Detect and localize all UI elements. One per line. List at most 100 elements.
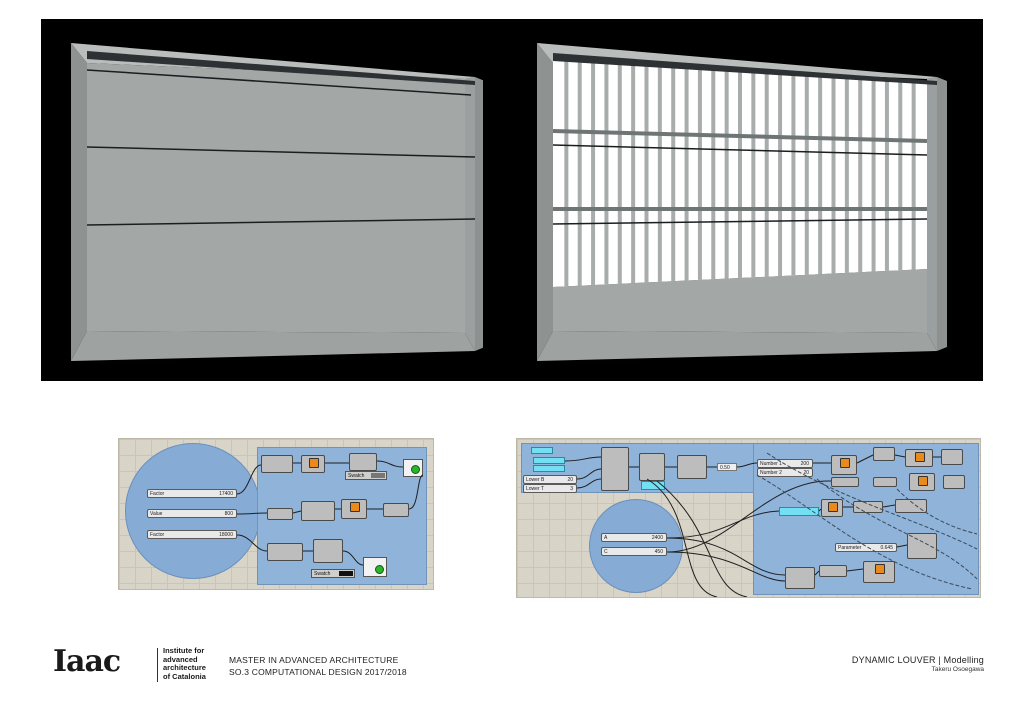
move-component-r1[interactable]	[941, 449, 963, 465]
louver-fin	[778, 72, 783, 277]
program-info: MASTER IN ADVANCED ARCHITECTURE SO.3 COM…	[229, 655, 407, 677]
preview-toggle-1[interactable]	[403, 459, 423, 477]
louver-fin	[657, 64, 662, 282]
louver-fin	[804, 74, 809, 275]
louver-fin	[577, 58, 582, 286]
area-component[interactable]	[821, 499, 843, 517]
series-icon	[840, 458, 850, 468]
value-slider[interactable]: Value 800	[147, 509, 237, 518]
line-icon	[875, 564, 885, 574]
geometry-param[interactable]	[779, 507, 819, 516]
open-louver-svg	[537, 43, 947, 361]
program-course: SO.3 COMPUTATIONAL DESIGN 2017/2018	[229, 667, 407, 677]
louver-fin	[724, 69, 729, 279]
list-component[interactable]	[873, 447, 895, 461]
preview-toggle-2[interactable]	[363, 557, 387, 577]
input-param-3[interactable]	[533, 465, 565, 472]
louver-fin	[871, 79, 876, 272]
louver-fin	[818, 75, 823, 275]
wires-right	[564, 452, 978, 597]
transform-component[interactable]	[639, 453, 665, 481]
lower-b-slider[interactable]: Lower B 20	[523, 475, 577, 484]
louver-fin	[831, 76, 836, 274]
render-open-louver	[483, 19, 983, 381]
louver-fin	[644, 63, 649, 283]
a-slider[interactable]: A 2400	[601, 533, 667, 542]
number-1-slider[interactable]: Number 1 200	[757, 459, 813, 468]
move-component-1[interactable]	[349, 453, 377, 471]
area-icon	[828, 502, 838, 512]
evaluate-component[interactable]	[905, 449, 933, 467]
boolean-component[interactable]	[313, 539, 343, 563]
expression-component-4[interactable]	[895, 499, 927, 513]
division-component[interactable]	[267, 543, 303, 561]
swatch-toggle-1[interactable]: Swatch	[345, 471, 387, 480]
iaac-logo-mark: Iaac	[53, 644, 121, 679]
louver-fin	[697, 67, 702, 280]
orient-component[interactable]	[677, 455, 707, 479]
graph-mapper-component[interactable]	[907, 533, 937, 559]
led-icon	[375, 565, 384, 574]
vector-icon	[350, 502, 360, 512]
rotate-component[interactable]	[943, 475, 965, 489]
louver-fin	[564, 57, 569, 287]
curve-output[interactable]	[641, 481, 665, 490]
value-panel[interactable]: 0.50	[717, 463, 737, 471]
louver-fin	[884, 80, 889, 271]
iaac-institute-name: Institute for advanced architecture of C…	[163, 646, 206, 681]
wires-left	[236, 460, 424, 566]
rectangle-component[interactable]	[601, 447, 629, 491]
input-param-1[interactable]	[531, 447, 553, 454]
line-component[interactable]	[863, 561, 895, 583]
swatch-toggle-2[interactable]: Swatch	[311, 569, 355, 578]
louver-fin	[764, 71, 769, 277]
louver-fin	[898, 81, 903, 271]
iaac-divider	[157, 648, 158, 682]
lower-t-slider[interactable]: Lower T 3	[523, 484, 577, 493]
c-slider[interactable]: C 450	[601, 547, 667, 556]
input-param-2[interactable]	[533, 457, 565, 464]
louver-fin	[684, 66, 689, 281]
negative-component[interactable]	[267, 508, 293, 520]
expression-component-5[interactable]	[819, 565, 847, 577]
transform-icon	[918, 476, 928, 486]
louver-fin	[617, 61, 622, 284]
vector-component-2[interactable]	[341, 499, 367, 519]
louver-fin	[751, 70, 756, 278]
toggle-switch	[339, 571, 353, 576]
louver-fin	[711, 68, 716, 280]
series-component[interactable]	[831, 455, 857, 475]
factor-slider-1[interactable]: Factor 17400	[147, 489, 237, 498]
number-2-slider[interactable]: Number 2 20	[757, 468, 813, 477]
factor-slider-2[interactable]: Factor 18000	[147, 530, 237, 539]
multiply-component-1[interactable]	[261, 455, 293, 473]
render-closed-louver	[41, 19, 485, 381]
vector-icon	[309, 458, 319, 468]
expression-component-2[interactable]	[873, 477, 897, 487]
louver-fin	[738, 70, 742, 278]
louver-fin	[911, 82, 916, 270]
grasshopper-definition-left: Factor 17400 Value 800 Factor 18000 Swat…	[118, 438, 434, 590]
project-title: DYNAMIC LOUVER | Modelling	[851, 655, 984, 665]
louver-fin	[858, 78, 863, 273]
move-component-2[interactable]	[383, 503, 409, 517]
vector-component-1[interactable]	[301, 455, 325, 473]
evaluate-icon	[915, 452, 925, 462]
grasshopper-definition-right: Lower B 20 Lower T 3 0.50 Number 1 200 N…	[516, 438, 981, 598]
louver-fins	[564, 57, 916, 287]
toggle-switch	[371, 473, 385, 478]
program-title: MASTER IN ADVANCED ARCHITECTURE	[229, 655, 399, 665]
led-icon	[411, 465, 420, 474]
expression-component-1[interactable]	[831, 477, 859, 487]
project-info: DYNAMIC LOUVER | Modelling Takeru Osoega…	[852, 655, 984, 673]
louver-fin	[671, 65, 676, 282]
louver-fin	[791, 73, 796, 276]
louver-fin	[604, 60, 609, 285]
louver-fin	[631, 62, 636, 284]
expression-component-3[interactable]	[853, 501, 883, 513]
transform-component-2[interactable]	[909, 473, 935, 491]
multiply-component-2[interactable]	[301, 501, 335, 521]
addition-component[interactable]	[785, 567, 815, 589]
parameter-slider[interactable]: Parameter 0.645	[835, 543, 897, 552]
project-author: Takeru Osoegawa	[931, 666, 984, 673]
